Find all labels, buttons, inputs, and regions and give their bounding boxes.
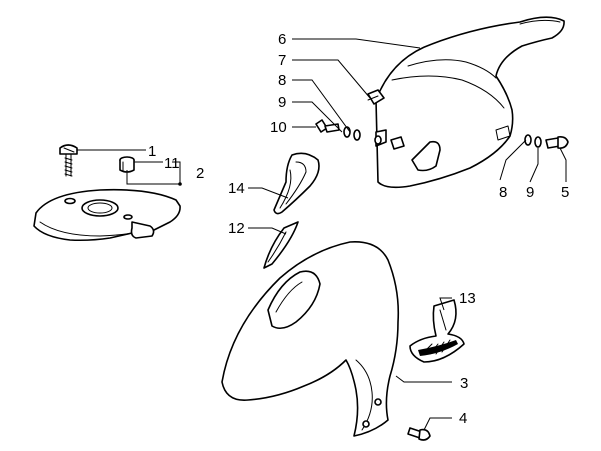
callout-1: 1 — [148, 143, 156, 160]
callout-2: 2 — [196, 165, 204, 182]
callout-8-top: 8 — [278, 72, 286, 89]
leader-7 — [292, 59, 371, 99]
leader-9-top — [292, 101, 343, 133]
callout-11: 11 — [164, 155, 180, 172]
bracket-dot — [178, 182, 182, 186]
callout-labels: 1 2 3 4 5 6 7 8 8 9 9 10 11 12 13 14 — [148, 31, 569, 427]
leader-11b — [126, 170, 172, 185]
part-trim-12 — [263, 221, 299, 269]
callout-7: 7 — [278, 52, 286, 69]
callout-3: 3 — [460, 375, 468, 392]
part-screw-1 — [59, 144, 78, 177]
leader-4 — [423, 417, 452, 431]
part-screw-5 — [545, 136, 569, 149]
leader-5 — [559, 147, 567, 182]
callout-12: 12 — [228, 220, 245, 237]
callout-8-bottom: 8 — [499, 184, 507, 201]
part-trim-14 — [273, 152, 320, 215]
callout-13: 13 — [459, 290, 476, 307]
part-screw-4 — [407, 427, 431, 441]
part-nut-11 — [119, 156, 135, 173]
leader-lines — [77, 38, 567, 431]
callout-10: 10 — [270, 119, 287, 136]
part-clip-7 — [367, 89, 385, 105]
leader-8-bottom — [499, 139, 527, 181]
part-grille-13 — [409, 299, 465, 363]
leader-12 — [248, 227, 287, 235]
callout-6: 6 — [278, 31, 286, 48]
part-splash-plate — [33, 188, 181, 242]
leader-13 — [439, 297, 452, 311]
callout-9-top: 9 — [278, 94, 286, 111]
part-mudguard-6 — [374, 16, 565, 189]
leader-3 — [395, 375, 452, 383]
leader-9-bottom — [529, 148, 539, 183]
part-washers-right — [524, 134, 542, 148]
callout-14: 14 — [228, 180, 245, 197]
leader-2 — [172, 161, 181, 185]
leader-14 — [248, 187, 289, 199]
part-front-mudguard-3 — [221, 241, 400, 437]
callout-4: 4 — [459, 410, 467, 427]
leader-8-top — [292, 79, 351, 133]
callout-5: 5 — [561, 184, 569, 201]
part-washers-left — [343, 126, 361, 141]
leader-6 — [292, 38, 421, 49]
callout-9-bottom: 9 — [526, 184, 534, 201]
